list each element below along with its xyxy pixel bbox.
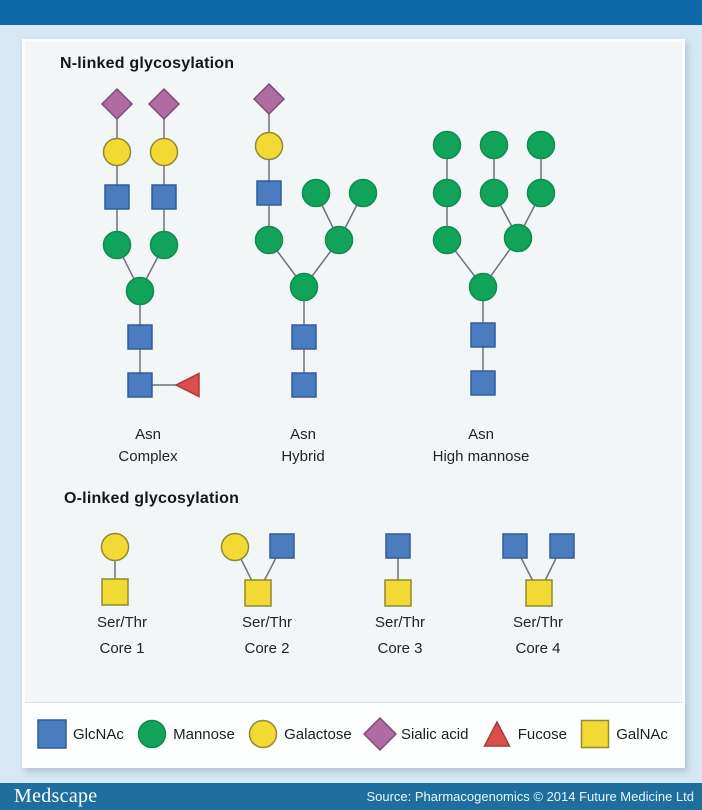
- medscape-logo: Medscape: [14, 785, 98, 807]
- legend-item-glcnac: GlcNAc: [35, 717, 124, 751]
- core-4-attachment-label: Ser/Thr: [512, 614, 563, 631]
- core-2-name-label: Core 2: [244, 640, 290, 657]
- core-2-attachment-label: Ser/Thr: [241, 614, 292, 631]
- legend-item-galactose: Galactose: [246, 717, 352, 751]
- high-mannose-attachment-label: Asn: [468, 426, 494, 443]
- core-1-attachment-label: Ser/Thr: [96, 614, 147, 631]
- legend-item-sialic-acid: Sialic acid: [362, 717, 469, 751]
- mannose-label: Mannose: [173, 725, 235, 743]
- n-linked-section-title: N-linked glycosylation: [60, 55, 235, 72]
- high-mannose-type-label: High mannose: [432, 448, 530, 465]
- core-1-label: Ser/Thr Core 1: [57, 614, 187, 657]
- mannose-icon: [137, 719, 167, 749]
- complex-tree-label: Asn Complex: [83, 424, 213, 468]
- legend-item-mannose: Mannose: [135, 717, 235, 751]
- hybrid-attachment-label: Asn: [290, 426, 316, 443]
- fucose-label: Fucose: [517, 725, 567, 743]
- core-1-name-label: Core 1: [99, 640, 145, 657]
- galnac-icon: [581, 719, 610, 749]
- sialic-acid-icon: [362, 717, 397, 751]
- legend-item-fucose: Fucose: [480, 717, 567, 751]
- galactose-label: Galactose: [284, 725, 352, 743]
- glcnac-icon: [37, 719, 67, 749]
- legend-item-galnac: GalNAc: [578, 717, 668, 751]
- core-2-label: Ser/Thr Core 2: [202, 614, 332, 657]
- core-1-glycan-diagram: [100, 532, 130, 606]
- core-4-name-label: Core 4: [515, 640, 561, 657]
- core-3-label: Ser/Thr Core 3: [335, 614, 465, 657]
- hybrid-tree-label: Asn Hybrid: [238, 424, 368, 468]
- galnac-label: GalNAc: [616, 725, 668, 743]
- core-4-label: Ser/Thr Core 4: [473, 614, 603, 657]
- hybrid-type-label: Hybrid: [281, 448, 325, 465]
- core-3-name-label: Core 3: [377, 640, 423, 657]
- galactose-icon: [248, 719, 278, 749]
- glcnac-label: GlcNAc: [73, 725, 124, 743]
- high-mannose-tree-label: Asn High mannose: [416, 424, 546, 468]
- footer-bar: Medscape Source: Pharmacogenomics © 2014…: [0, 783, 702, 810]
- core-2-glycan-diagram: [220, 532, 295, 607]
- fucose-icon: [483, 720, 511, 747]
- legend: GlcNAc Mannose Galactose Sialic acid Fuc…: [25, 702, 682, 765]
- complex-type-label: Complex: [118, 448, 178, 465]
- high-mannose-glycan-diagram: [432, 130, 556, 396]
- top-bar: [0, 0, 702, 25]
- o-linked-section-title: O-linked glycosylation: [64, 490, 240, 507]
- hybrid-glycan-diagram: [252, 82, 378, 398]
- source-attribution: Source: Pharmacogenomics © 2014 Future M…: [366, 789, 694, 804]
- figure-panel: N-linked glycosylation Asn Complex Asn H…: [22, 39, 685, 768]
- core-4-glycan-diagram: [502, 533, 575, 607]
- core-3-attachment-label: Ser/Thr: [374, 614, 425, 631]
- sialic-acid-label: Sialic acid: [400, 725, 469, 743]
- complex-attachment-label: Asn: [135, 426, 161, 443]
- complex-glycan-diagram: [100, 87, 200, 398]
- core-3-glycan-diagram: [384, 533, 412, 607]
